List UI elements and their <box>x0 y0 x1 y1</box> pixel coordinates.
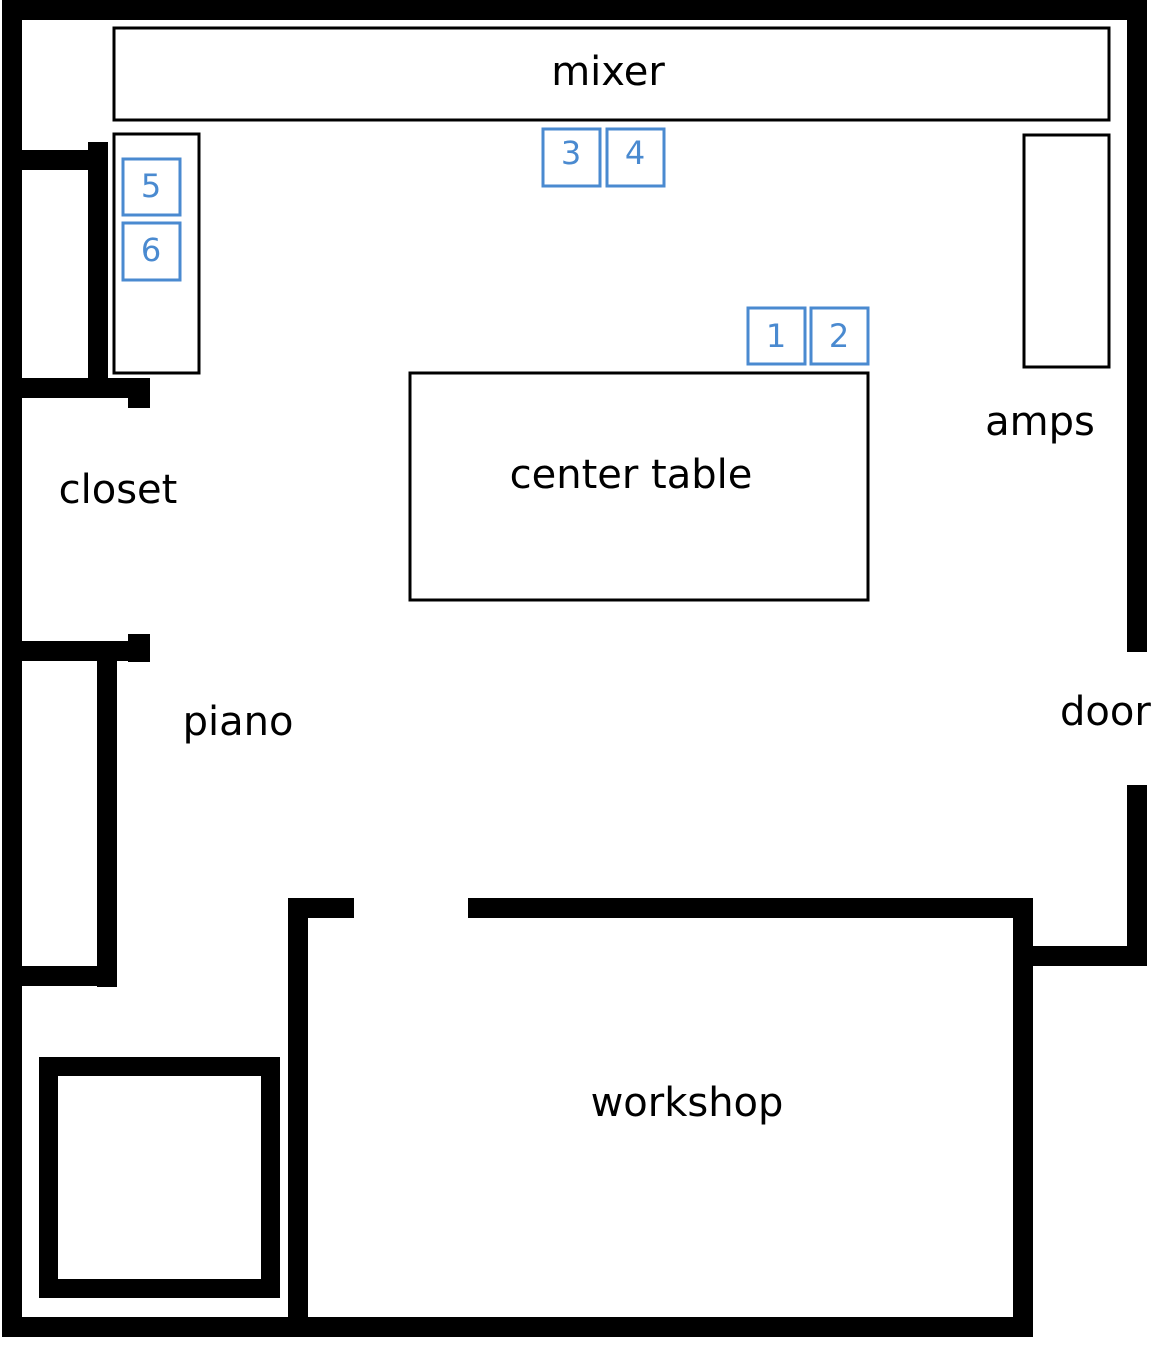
workshop-wall-top-right <box>468 898 1032 918</box>
outer-wall-bottom <box>2 1317 1032 1337</box>
piano-wall-bottom <box>2 966 117 986</box>
storage-box <box>39 1057 280 1298</box>
closet-wall-bottom <box>2 378 150 398</box>
center-table <box>408 371 870 602</box>
position-markers <box>121 127 870 366</box>
outer-wall-top <box>2 0 1147 20</box>
marker-3-box <box>541 127 602 188</box>
door-label: door <box>1060 689 1151 735</box>
closet-wall-top <box>2 150 108 170</box>
amps-label: amps <box>985 399 1095 445</box>
marker-2-box <box>809 306 870 366</box>
closet-door-jamb <box>128 378 150 408</box>
marker-1-box <box>746 306 807 366</box>
marker-4-box <box>605 127 666 188</box>
closet-wall-side <box>88 142 108 394</box>
marker-3-label: 3 <box>561 134 581 172</box>
wall-right-jog <box>1013 946 1147 966</box>
mixer-desk <box>112 26 1111 122</box>
amps-rack <box>1022 133 1111 369</box>
workshop-label: workshop <box>591 1080 784 1126</box>
walls <box>2 0 1147 1337</box>
piano-label: piano <box>183 699 294 745</box>
piano-wall-side <box>97 641 117 987</box>
marker-numbers: 1 2 3 4 5 6 <box>141 134 849 355</box>
workshop-wall-right <box>1013 898 1033 1337</box>
marker-6-box <box>121 221 182 282</box>
marker-6-label: 6 <box>141 231 161 269</box>
mixer-label: mixer <box>551 49 665 95</box>
piano-door-jamb <box>128 634 150 662</box>
marker-5-label: 5 <box>141 167 161 205</box>
center-table-label: center table <box>510 452 753 498</box>
workshop-wall-left <box>288 898 308 1337</box>
marker-1-label: 1 <box>766 317 786 355</box>
marker-2-label: 2 <box>829 317 849 355</box>
outer-wall-right-upper <box>1127 0 1147 652</box>
outer-wall-right-lower <box>1127 785 1147 966</box>
marker-4-label: 4 <box>625 134 645 172</box>
piano-wall-top <box>2 641 150 661</box>
outer-wall-left <box>2 0 22 1337</box>
closet-label: closet <box>59 467 178 513</box>
marker-5-box <box>121 157 182 217</box>
left-shelf <box>112 132 201 375</box>
